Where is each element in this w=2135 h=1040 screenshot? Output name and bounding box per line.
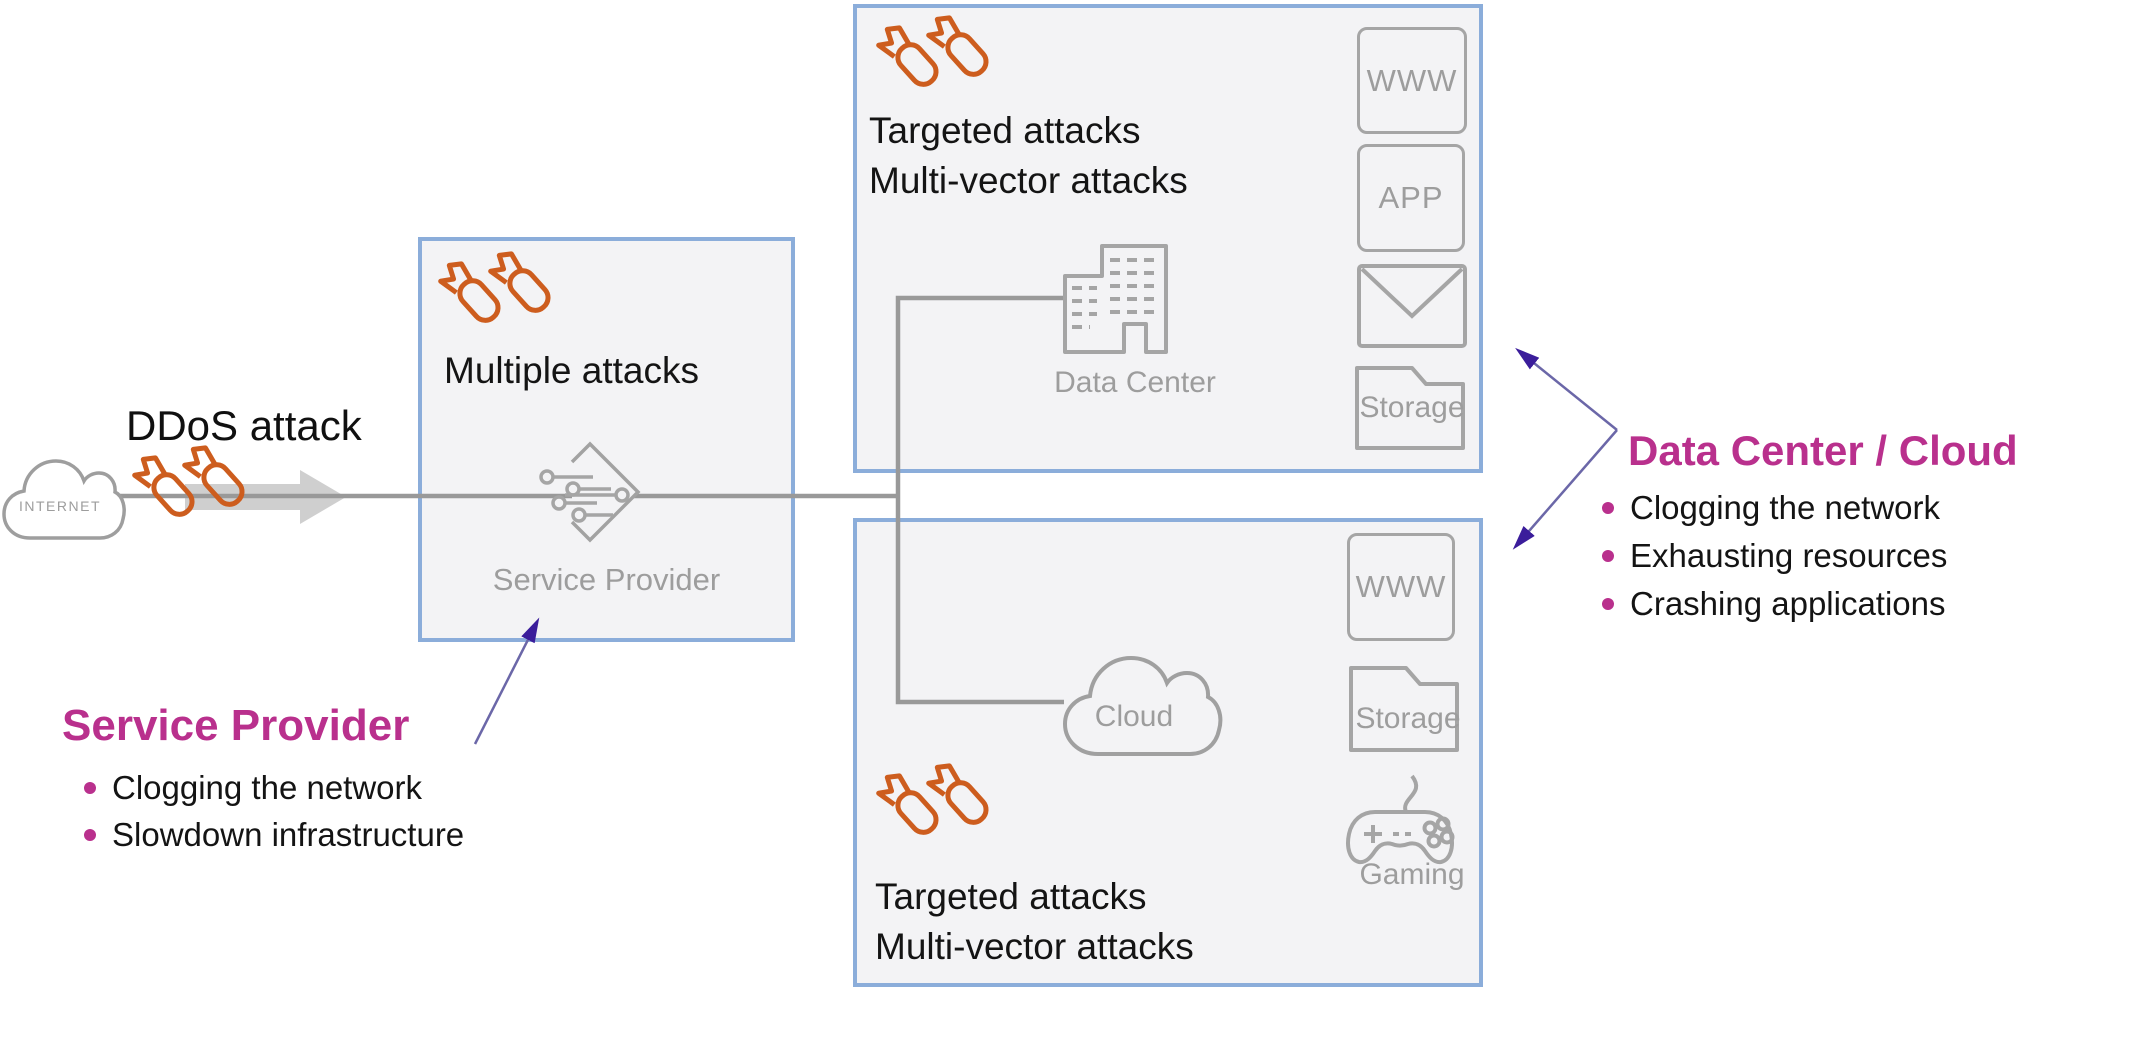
storage-service-label: Storage <box>1359 391 1465 424</box>
service-provider-arrow <box>473 617 540 745</box>
bullet-text: Exhausting resources <box>1630 537 1948 574</box>
note-bullet: Crashing applications <box>1602 584 1946 624</box>
mail-service-icon <box>1357 264 1467 348</box>
cloud-arrow <box>1512 429 1618 550</box>
storage-folder-icon <box>1355 366 1465 450</box>
note-bullet: Clogging the network <box>84 768 422 808</box>
cloud-node-icon <box>1062 655 1223 756</box>
targeted-attacks-label: Targeted attacks <box>875 876 1147 917</box>
www-service-tile: WWW <box>1347 533 1455 641</box>
bullet-dot-icon <box>1602 598 1614 610</box>
attack-bombs-icon <box>876 15 989 87</box>
attack-bombs-icon <box>132 445 245 517</box>
service-provider-note-title: Service Provider <box>62 701 410 750</box>
note-bullet: Clogging the network <box>1602 488 1940 528</box>
multiple-attacks-label: Multiple attacks <box>444 350 699 391</box>
data-center-node-label: Data Center <box>1054 366 1216 399</box>
service-provider-node-label: Service Provider <box>492 562 721 597</box>
data-center-box <box>853 4 1483 473</box>
data-center-note-title: Data Center / Cloud <box>1628 427 2018 474</box>
ddos-attack-label: DDoS attack <box>126 402 362 449</box>
storage-service-label: Storage <box>1355 702 1461 735</box>
www-service-tile: WWW <box>1357 27 1467 134</box>
bullet-text: Clogging the network <box>1630 489 1941 526</box>
data-center-building-icon <box>1063 244 1168 354</box>
attack-bombs-icon <box>876 763 989 835</box>
cloud-node-label: Cloud <box>1094 700 1174 733</box>
multi-vector-attacks-label: Multi-vector attacks <box>869 160 1188 201</box>
note-bullet: Exhausting resources <box>1602 536 1947 576</box>
internet-label: INTERNET <box>19 498 101 514</box>
gaming-controller-icon <box>1346 774 1455 865</box>
storage-folder-icon <box>1349 666 1459 752</box>
bullet-dot-icon <box>1602 502 1614 514</box>
bullet-text: Crashing applications <box>1630 585 1946 622</box>
internet-cloud-icon <box>2 459 126 540</box>
data-center-arrow <box>1515 347 1618 431</box>
targeted-attacks-label: Targeted attacks <box>869 110 1141 151</box>
note-bullet: Slowdown infrastructure <box>84 815 464 855</box>
bullet-text: Slowdown infrastructure <box>112 816 465 853</box>
bullet-dot-icon <box>84 782 96 794</box>
app-service-tile: APP <box>1357 144 1465 252</box>
bullet-dot-icon <box>1602 550 1614 562</box>
branch-lines <box>895 295 1064 705</box>
multi-vector-attacks-label: Multi-vector attacks <box>875 926 1194 967</box>
gaming-service-label: Gaming <box>1359 858 1465 891</box>
attack-bombs-icon <box>438 251 551 323</box>
service-provider-node-icon <box>539 441 641 543</box>
service-provider-box <box>418 237 795 642</box>
bullet-dot-icon <box>84 829 96 841</box>
bullet-text: Clogging the network <box>112 769 423 806</box>
